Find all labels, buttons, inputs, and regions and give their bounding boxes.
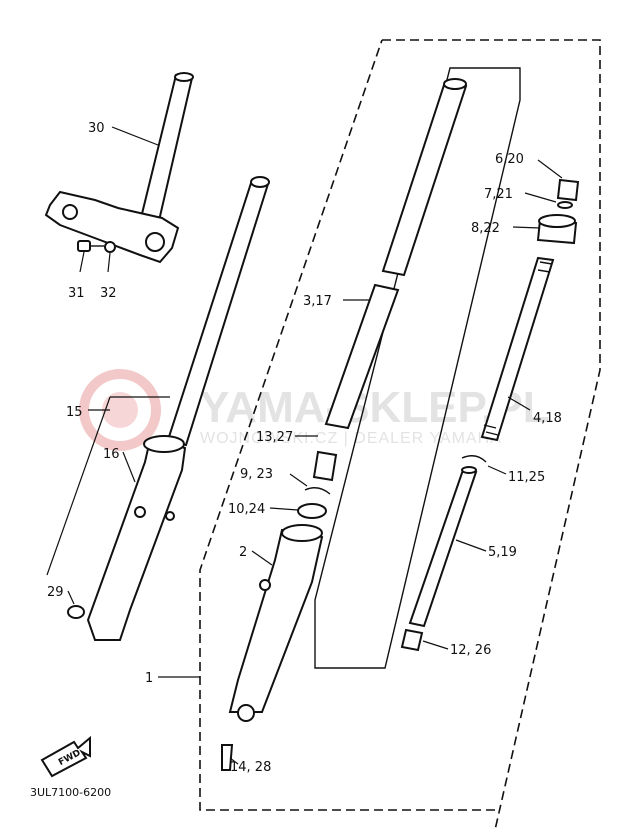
ring-11-part — [461, 455, 487, 463]
callout-29: 29 — [47, 585, 64, 600]
callout-4-18: 4,18 — [533, 411, 562, 426]
callout-6-20: 6,20 — [495, 152, 524, 167]
callout-10-24: 10,24 — [228, 502, 265, 517]
fork-tube-15-part — [166, 176, 270, 447]
callout-1: 1 — [145, 671, 153, 686]
fork-spring-4-part — [480, 256, 555, 442]
inner-group-boundary — [314, 67, 521, 669]
callout-31: 31 — [68, 286, 85, 301]
spacer-13-part — [312, 450, 338, 482]
callout-5-19: 5,19 — [488, 545, 517, 560]
washer-29-part — [67, 605, 85, 619]
watermark-subtitle: WOJNOWSKI.CZ | DEALER YAMAHA — [200, 430, 502, 447]
callout-12-26: 12, 26 — [450, 643, 491, 658]
callout-15: 15 — [66, 405, 83, 420]
bolt-31-part — [77, 240, 104, 252]
diagram-code: 3UL7100-6200 — [30, 786, 111, 799]
under-bracket-part — [44, 72, 194, 264]
rebound-spring-12-part — [400, 628, 424, 652]
callout-9-23: 9, 23 — [240, 467, 273, 482]
assembly-boundary — [199, 39, 601, 830]
outer-leg-16-part — [86, 435, 187, 641]
callout-2: 2 — [239, 545, 247, 560]
callout-13-27: 13,27 — [256, 430, 293, 445]
damper-rod-5-part — [408, 466, 478, 628]
callout-3-17: 3,17 — [303, 294, 332, 309]
clip-9-part — [304, 487, 331, 495]
leader-lines — [46, 126, 563, 765]
callout-7-21: 7,21 — [484, 187, 513, 202]
callout-14-28: 14, 28 — [230, 760, 271, 775]
callout-16: 16 — [103, 447, 120, 462]
outer-leg-2-part — [228, 524, 324, 722]
cap-bolt-6-part — [556, 178, 580, 202]
o-ring-7-part — [557, 201, 573, 209]
watermark-logo-icon — [79, 369, 161, 451]
callout-11-25: 11,25 — [508, 470, 545, 485]
inner-tube-3-part — [324, 78, 468, 430]
oil-seal-10-part — [297, 503, 327, 519]
bolt-14-part — [221, 744, 234, 771]
watermark-logo-core — [102, 392, 138, 428]
callout-32: 32 — [100, 286, 117, 301]
washer-32-part — [104, 241, 116, 253]
callout-30: 30 — [88, 121, 105, 136]
callout-8-22: 8,22 — [471, 221, 500, 236]
fwd-arrow-icon: FWD — [40, 735, 91, 778]
